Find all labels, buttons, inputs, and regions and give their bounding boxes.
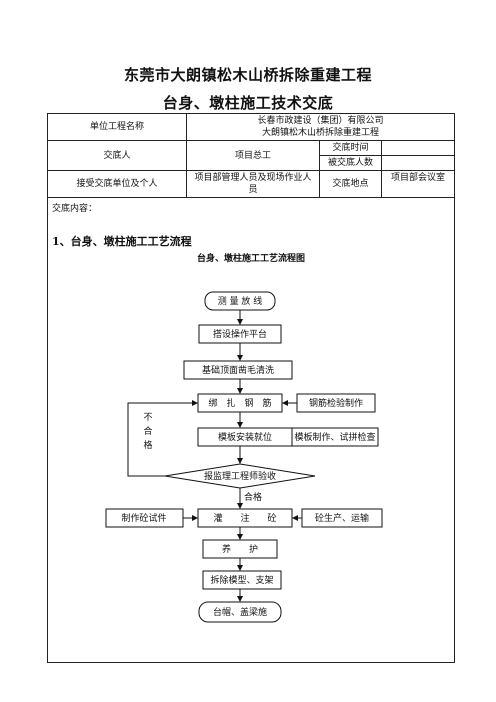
fail-label-2: 合: [143, 425, 152, 437]
content-label: 交底内容：: [52, 204, 98, 214]
step-inspect-text: 报监理工程师验收: [204, 470, 276, 482]
row-divider: [320, 155, 454, 156]
row-receiver: 接受交底单位及个人 项目部管理人员及现场作业人 员 交底地点 项目部会议室: [48, 171, 454, 198]
step-rebar-text: 绑 扎 钢 筋: [208, 397, 271, 409]
receiver-label: 接受交底单位及个人: [48, 171, 187, 197]
unit-project-label: 单位工程名称: [48, 114, 187, 140]
section-heading: 1、台身、墩柱施工工艺流程: [52, 235, 192, 248]
receiver-value-line2: 员: [248, 185, 258, 195]
pass-label: 合格: [244, 491, 262, 503]
step-measure-text: 测 量 放 线: [218, 295, 263, 307]
document-title: 东莞市大朗镇松木山桥拆除重建工程: [123, 66, 372, 84]
side-form-make-text: 模板制作、试拼检查: [294, 431, 375, 443]
side-rebar-check-text: 钢筋检验制作: [309, 397, 363, 409]
row-unit-project: 单位工程名称 长春市政建设（集团）有限公司 大朗镇松木山桥拆除重建工程: [48, 114, 454, 141]
side-specimen-text: 制作砼试件: [121, 512, 166, 524]
side-form-make-box: [291, 427, 379, 447]
step-formwork-text: 模板安装就位: [218, 431, 272, 443]
step-inspect-diamond: [164, 463, 316, 489]
disclosure-form: 单位工程名称 长春市政建设（集团）有限公司 大朗镇松木山桥拆除重建工程 交底人 …: [47, 113, 455, 663]
step-remove-text: 拆除模型、支架: [210, 574, 273, 586]
step-pour-text: 灌 注 砼: [213, 512, 276, 524]
receiver-value-line1: 项目部管理人员及现场作业人: [194, 173, 312, 183]
step-chisel-text: 基础顶面凿毛清洗: [202, 364, 274, 376]
process-flowchart: 测 量 放 线 搭设操作平台 基础顶面凿毛清洗 绑 扎 钢 筋 模板安装就位 报…: [105, 291, 383, 623]
step-cure-text: 养 护: [222, 543, 258, 555]
unit-project-value-line1: 长春市政建设（集团）有限公司: [257, 116, 384, 126]
step-platform-text: 搭设操作平台: [213, 328, 267, 340]
count-label: 被交底人数: [327, 157, 373, 168]
step-chisel-box: [183, 360, 293, 380]
side-concrete-text: 砼生产、运输: [315, 512, 369, 524]
step-next-box: [198, 601, 282, 623]
discloser-value: 项目总工: [187, 141, 320, 170]
step-next-text: 台帽、盖梁施: [213, 606, 267, 618]
time-label: 交底时间: [332, 143, 369, 154]
receiver-value: 项目部管理人员及现场作业人 员: [187, 171, 320, 197]
unit-project-value-line2: 大朗镇松木山桥拆除重建工程: [261, 128, 379, 138]
flowchart-title: 台身、墩柱施工工艺流程图: [196, 254, 305, 264]
fail-label-1: 不: [143, 412, 152, 423]
row-discloser: 交底人 项目总工 交底时间 被交底人数: [48, 141, 454, 171]
fail-label-3: 格: [143, 439, 152, 451]
step-remove-box: [202, 570, 282, 590]
document-subtitle: 台身、墩柱施工技术交底: [162, 94, 334, 112]
discloser-label: 交底人: [48, 141, 187, 170]
place-label: 交底地点: [320, 171, 382, 197]
place-value: 项目部会议室: [390, 173, 445, 183]
unit-project-value: 长春市政建设（集团）有限公司 大朗镇松木山桥拆除重建工程: [187, 114, 454, 140]
